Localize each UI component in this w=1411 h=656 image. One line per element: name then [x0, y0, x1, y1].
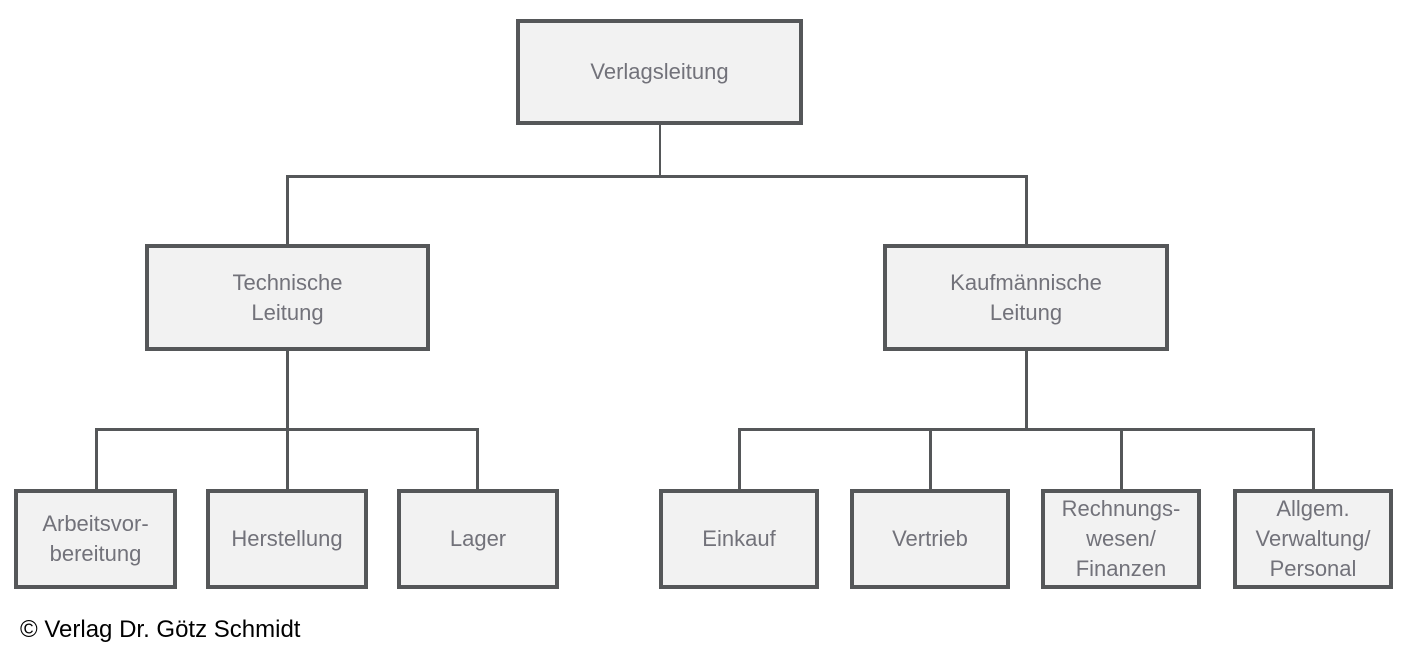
- org-node-herstellung: Herstellung: [206, 489, 368, 589]
- connector-drop-herstellung: [286, 428, 289, 489]
- connector-kaufmaennische-stem: [1025, 351, 1028, 431]
- org-node-einkauf: Einkauf: [659, 489, 819, 589]
- connector-level2-bar: [286, 175, 1028, 178]
- org-node-vertrieb: Vertrieb: [850, 489, 1010, 589]
- org-node-technische-leitung: Technische Leitung: [145, 244, 430, 351]
- connector-drop-vertrieb: [929, 428, 932, 489]
- org-node-allgem-verwaltung-personal: Allgem. Verwaltung/ Personal: [1233, 489, 1393, 589]
- connector-drop-technische: [286, 175, 289, 244]
- connector-drop-einkauf: [738, 428, 741, 489]
- connector-root-stem: [659, 125, 661, 176]
- connector-drop-allgem-verwaltung: [1312, 428, 1315, 489]
- org-node-rechnungswesen-finanzen: Rechnungs- wesen/ Finanzen: [1041, 489, 1201, 589]
- org-node-arbeitsvorbereitung: Arbeitsvor- bereitung: [14, 489, 177, 589]
- org-node-lager: Lager: [397, 489, 559, 589]
- copyright-text: © Verlag Dr. Götz Schmidt: [20, 616, 301, 643]
- connector-drop-rechnungswesen: [1120, 428, 1123, 489]
- connector-drop-arbeitsvorbereitung: [95, 428, 98, 489]
- org-node-verlagsleitung: Verlagsleitung: [516, 19, 803, 125]
- connector-drop-kaufmaennische: [1025, 175, 1028, 244]
- connector-technische-stem: [286, 351, 289, 431]
- connector-drop-lager: [476, 428, 479, 489]
- org-node-kaufmaennische-leitung: Kaufmännische Leitung: [883, 244, 1169, 351]
- connector-kaufmaennische-bar: [738, 428, 1315, 431]
